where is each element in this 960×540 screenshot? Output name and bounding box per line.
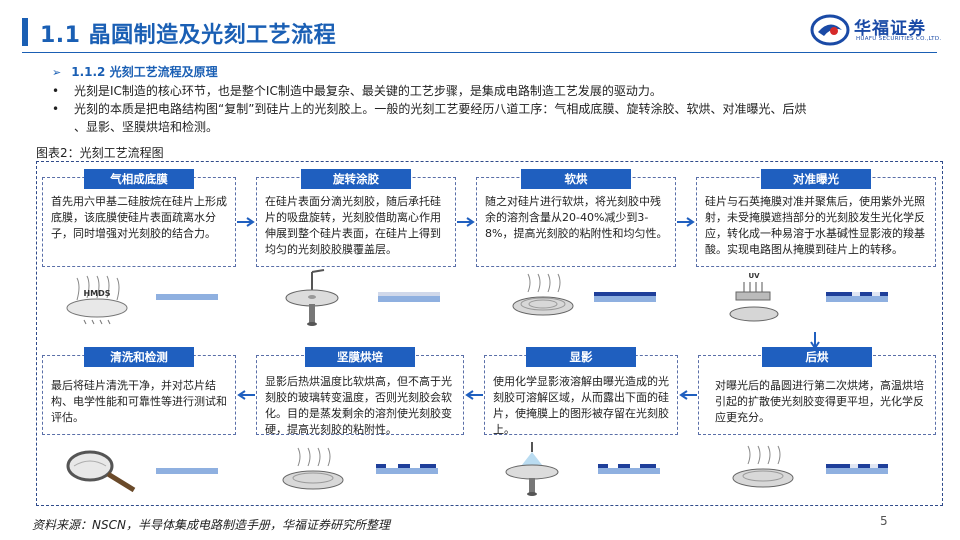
- magnifier-icon: [66, 450, 136, 493]
- resist-layer: [594, 292, 656, 296]
- step-description: 最后将硅片清洗干净，并对芯片结构、电学性能和可靠性等进行测试和评估。: [51, 379, 227, 424]
- bullet-item: • 光刻是IC制造的核心环节，也是整个IC制造中最复杂、最关键的工艺步骤，是集成电…: [52, 82, 662, 100]
- step-description: 硅片与石英掩膜对准并聚焦后，使用紫外光照射，未受掩膜遮挡部分的光刻胶发生光化学反…: [705, 195, 925, 256]
- wafer-layer-diagram: [156, 468, 218, 474]
- resist-pattern: [618, 464, 630, 468]
- logo-mark-icon: [810, 14, 850, 46]
- spin-coat-icon: [285, 269, 339, 326]
- wafer-layer-diagram: [376, 468, 438, 474]
- exposed-region: [870, 464, 878, 468]
- wafer-layer-diagram: [598, 468, 660, 474]
- step-card-2: 旋转涂胶 在硅片表面分滴光刻胶，随后承托硅片的吸盘旋转，光刻胶借助离心作用伸展到…: [256, 169, 456, 267]
- wafer-layer-diagram: [156, 294, 218, 300]
- wafer-layer-diagram: [826, 296, 888, 302]
- process-flow-diagram: [36, 161, 943, 506]
- logo-subtitle: HUAFU SECURITIES CO.,LTD.: [856, 36, 942, 42]
- step-card-3: 软烘 随之对硅片进行软烘，将光刻胶中残余的溶剂含量从20-40%减少到3-8%，…: [476, 169, 676, 267]
- step-description: 使用化学显影液溶解由曝光造成的光刻胶可溶解区域，从而露出下面的硅片，使掩膜上的图…: [493, 375, 669, 436]
- arrow-right-icon: [457, 217, 475, 227]
- title-divider: [22, 52, 937, 53]
- resist-pattern: [398, 464, 410, 468]
- step-card-7: 坚膜烘培 显影后热烘温度比软烘高，但不高于光刻胶的玻璃转变温度，否则光刻胶会软化…: [256, 347, 464, 436]
- source-note: 资料来源：NSCN，半导体集成电路制造手册，华福证券研究所整理: [32, 518, 390, 532]
- subhead-text: 1.1.2 光刻工艺流程及原理: [71, 65, 218, 79]
- arrow-right-icon: [237, 217, 255, 227]
- hmds-label: HMDS: [83, 289, 110, 298]
- resist-layer: [378, 292, 440, 296]
- exposed-region: [850, 464, 858, 468]
- logo-name: 华福证券: [854, 19, 926, 39]
- arrow-left-icon: [237, 390, 255, 400]
- wafer-layer-diagram: [826, 468, 888, 474]
- step-description: 显影后热烘温度比软烘高，但不高于光刻胶的玻璃转变温度，否则光刻胶会软化。目的是蒸…: [265, 375, 452, 436]
- resist-pattern: [376, 464, 386, 468]
- step-description: 随之对硅片进行软烘，将光刻胶中残余的溶剂含量从20-40%减少到3-8%，提高光…: [485, 195, 668, 240]
- hmds-wafer-icon: HMDS: [66, 275, 128, 325]
- step-description: 对曝光后的晶圆进行第二次烘烤，高温烘培引起的扩散使光刻胶变得更平坦，光化学反应更…: [715, 379, 924, 424]
- section-subheading: ➢ 1.1.2 光刻工艺流程及原理: [52, 63, 218, 80]
- chevron-right-icon: ➢: [52, 66, 62, 79]
- resist-pattern: [598, 464, 608, 468]
- bullet-text: 光刻的本质是把电路结构图“复制”到硅片上的光刻胶上。一般的光刻工艺要经历八道工序…: [74, 102, 807, 116]
- step-title: 对准曝光: [761, 169, 871, 189]
- figure-caption: 图表2：光刻工艺流程图: [36, 146, 164, 160]
- page-number: 5: [880, 514, 888, 528]
- arrow-left-icon: [679, 390, 697, 400]
- resist-pattern: [420, 464, 436, 468]
- arrow-right-icon: [677, 217, 695, 227]
- step-title: 清洗和检测: [84, 347, 194, 367]
- exposed-region: [852, 292, 860, 296]
- bullet-item: • 光刻的本质是把电路结构图“复制”到硅片上的光刻胶上。一般的光刻工艺要经历八道工…: [52, 100, 922, 136]
- hotplate-icon: [732, 445, 794, 488]
- step-title: 显影: [526, 347, 636, 367]
- bullet-text: 光刻是IC制造的核心环节，也是整个IC制造中最复杂、最关键的工艺步骤，是集成电路…: [74, 84, 662, 98]
- step-description: 首先用六甲基二硅胺烷在硅片上形成底膜，该底膜使硅片表面疏离水分子，同时增强对光刻…: [51, 195, 227, 240]
- hotplate-icon: [512, 273, 574, 316]
- bullet-text-continued: 、显影、坚膜烘培和检测。: [74, 120, 219, 134]
- develop-spray-icon: [505, 442, 559, 496]
- step-title: 坚膜烘培: [305, 347, 415, 367]
- title-bar: 1.1 晶圆制造及光刻工艺流程: [0, 0, 960, 58]
- hotplate-icon: [282, 447, 344, 490]
- company-logo: 华福证券 HUAFU SECURITIES CO.,LTD.: [810, 12, 950, 48]
- step-title: 软烘: [521, 169, 631, 189]
- bullet-dot-icon: •: [52, 102, 60, 116]
- exposed-region: [872, 292, 880, 296]
- uv-label: UV: [748, 272, 760, 280]
- step-card-4: 对准曝光 硅片与石英掩膜对准并聚焦后，使用紫外光照射，未受掩膜遮挡部分的光刻胶发…: [696, 169, 936, 267]
- title-accent-bar: [22, 18, 28, 46]
- wafer-layer-diagram: [594, 296, 656, 302]
- arrow-left-icon: [465, 390, 483, 400]
- step-description: 在硅片表面分滴光刻胶，随后承托硅片的吸盘旋转，光刻胶借助离心作用伸展到整个硅片表…: [265, 195, 441, 256]
- step-title: 旋转涂胶: [301, 169, 411, 189]
- step-title: 气相成底膜: [84, 169, 194, 189]
- step-card-8: 清洗和检测 最后将硅片清洗干净，并对芯片结构、电学性能和可靠性等进行测试和评估。: [42, 347, 236, 435]
- step-card-6: 显影 使用化学显影液溶解由曝光造成的光刻胶可溶解区域，从而露出下面的硅片，使掩膜…: [484, 347, 678, 436]
- wafer-layer-diagram: [378, 296, 440, 302]
- step-card-1: 气相成底膜 首先用六甲基二硅胺烷在硅片上形成底膜，该底膜使硅片表面疏离水分子，同…: [42, 169, 236, 267]
- resist-pattern: [640, 464, 656, 468]
- step-title: 后烘: [762, 347, 872, 367]
- step-card-5: 后烘 对曝光后的晶圆进行第二次烘烤，高温烘培引起的扩散使光刻胶变得更平坦，光化学…: [698, 347, 936, 435]
- page-title: 1.1 晶圆制造及光刻工艺流程: [40, 23, 337, 48]
- bullet-dot-icon: •: [52, 84, 60, 98]
- uv-exposure-icon: UV: [729, 272, 779, 322]
